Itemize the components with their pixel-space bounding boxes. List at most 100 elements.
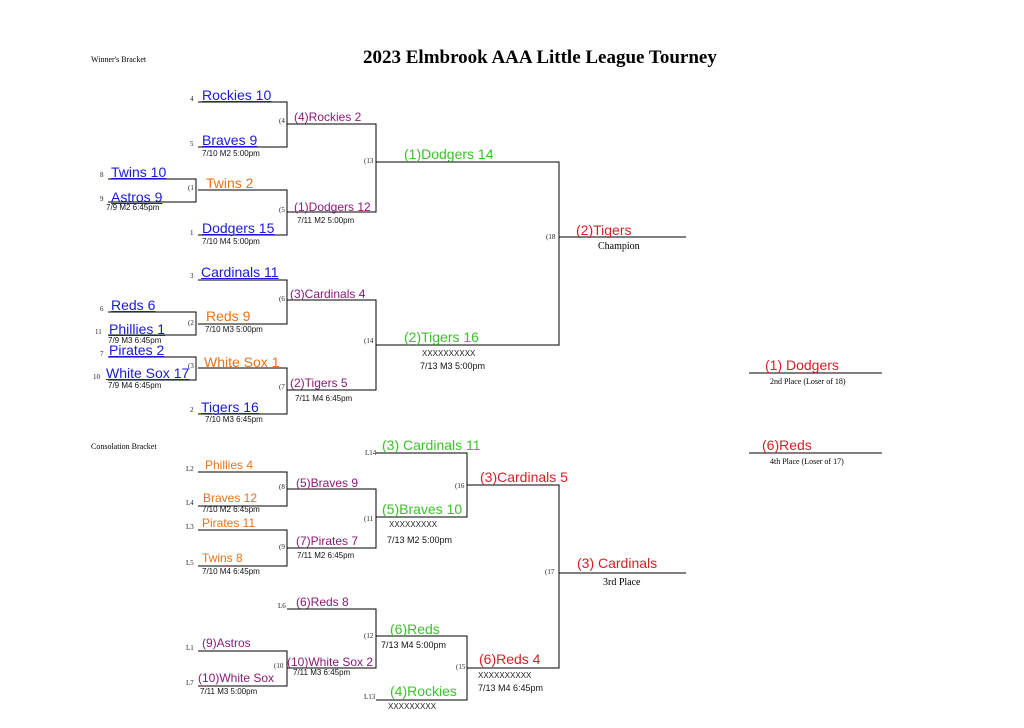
team-dodgers: Dodgers 15: [202, 220, 275, 236]
seed-label: 11: [95, 328, 102, 336]
page-title: 2023 Elmbrook AAA Little League Tourney: [363, 47, 717, 68]
game-number: (9: [279, 543, 285, 551]
team-tigers: Tigers 16: [201, 399, 259, 415]
team-white-sox-c2: (10)White Sox 2: [287, 655, 374, 669]
seed-label: 1: [190, 229, 194, 237]
game-number: (11: [364, 515, 374, 523]
game-number: (4: [279, 117, 285, 125]
game-number: (10: [274, 662, 284, 670]
game-number: (6: [279, 295, 285, 303]
team-reds-c4: (6)Reds 4: [479, 651, 541, 667]
team-white-sox: White Sox 17: [106, 365, 190, 381]
game-info: 7/10 M4 5:00pm: [202, 237, 260, 246]
game-info: 7/11 M3 6:45pm: [293, 668, 351, 677]
team-cardinals: Cardinals 11: [201, 264, 279, 280]
match-line-g13a: [287, 123, 377, 213]
seed-label: L6: [278, 602, 286, 610]
team-phillies: Phillies 1: [109, 321, 166, 337]
match-line-g8: [198, 367, 288, 415]
match-line-c10: [198, 650, 288, 687]
game-info: 7/10 M3 6:45pm: [205, 415, 263, 424]
team-twins: Twins 10: [111, 164, 167, 180]
game-number: (7: [279, 383, 285, 391]
game-info: 7/10 M2 5:00pm: [202, 149, 260, 158]
game-info: 7/13 M2 5:00pm: [387, 535, 453, 545]
game-number: (14: [364, 337, 374, 345]
seed-label: 9: [100, 195, 104, 203]
game-info: 7/13 M4 5:00pm: [381, 640, 447, 650]
consolation-bracket-label: Consolation Bracket: [91, 442, 157, 451]
game-info: 7/10 M3 5:00pm: [205, 325, 263, 334]
match-line-c12: [287, 608, 377, 669]
game-number: (18: [546, 233, 556, 241]
team-cardinals-c4: (3)Cardinals 5: [480, 469, 568, 485]
game-number: (5: [279, 206, 285, 214]
game-number: (3: [188, 362, 194, 370]
third-place-label: 3rd Place: [603, 577, 641, 588]
game-number: (16: [455, 482, 465, 490]
winners-bracket-label: Winner's Bracket: [91, 55, 147, 64]
team-pirates-c2: (7)Pirates 7: [296, 534, 359, 548]
game-info: 7/11 M2 6:45pm: [297, 551, 355, 560]
second-place-label: 2nd Place (Loser of 18): [770, 377, 846, 386]
struck-text: XXXXXXXXXX: [422, 349, 476, 358]
struck-text: XXXXXXXXX: [388, 702, 437, 711]
game-number: (8: [279, 483, 285, 491]
third-place-team: (3) Cardinals: [577, 555, 658, 571]
team-astros: Astros 9: [111, 189, 163, 205]
champion-team: (2)Tigers: [576, 222, 632, 238]
team-reds: Reds 6: [111, 297, 156, 313]
seed-label: L3: [186, 523, 194, 531]
game-info: 7/9 M4 6:45pm: [108, 381, 162, 390]
game-number: (1: [188, 184, 194, 192]
second-place-team: (1) Dodgers: [765, 357, 839, 373]
match-line-g14a: [287, 299, 377, 391]
game-info: 7/13 M3 5:00pm: [420, 361, 486, 371]
seed-label: 8: [100, 171, 104, 179]
seed-label: 2: [190, 406, 194, 414]
match-line-g1: [108, 178, 197, 203]
match-line-g6: [198, 279, 288, 325]
seed-label: L1: [186, 644, 194, 652]
game-number: (13: [364, 157, 374, 165]
seed-label: L5: [186, 559, 194, 567]
team-braves-c2: (5)Braves 9: [296, 476, 359, 490]
game-info: 7/9 M2 6:45pm: [106, 203, 160, 212]
seed-label: 5: [190, 140, 194, 148]
struck-text: XXXXXXXXX: [389, 520, 438, 529]
team-rockies-c3: (4)Rockies: [390, 683, 457, 699]
game-info: 7/11 M3 5:00pm: [200, 687, 258, 696]
team-pirates-c: Pirates 11: [202, 516, 256, 530]
team-phillies-c: Phillies 4: [205, 458, 254, 472]
game-info: 7/11 M2 5:00pm: [297, 216, 355, 225]
seed-label: L7: [186, 679, 194, 687]
team-white-sox-r2: White Sox 1: [204, 354, 280, 370]
team-reds-c2: (6)Reds 8: [296, 595, 349, 609]
seed-label: 10: [93, 373, 100, 381]
match-line-c15: [376, 635, 468, 701]
team-twins-c: Twins 8: [202, 551, 243, 565]
team-tigers-r3: (2)Tigers 16: [404, 329, 479, 345]
match-line-c11: [287, 488, 377, 549]
team-reds-c3: (6)Reds: [390, 621, 440, 637]
team-twins-2: Twins 2: [206, 175, 254, 191]
match-line-g18: [376, 161, 560, 346]
team-white-sox-c: (10)White Sox: [198, 671, 275, 685]
match-line-g7a: [108, 356, 197, 381]
seed-label: 7: [100, 350, 104, 358]
team-braves-c3: (5)Braves 10: [382, 501, 463, 517]
team-rockies-r2: (4)Rockies 2: [294, 110, 362, 124]
seed-label: L4: [186, 499, 194, 507]
team-cardinals-r2: (3)Cardinals 4: [290, 287, 366, 301]
game-info: 7/13 M4 6:45pm: [478, 683, 544, 693]
team-cardinals-c3: (3) Cardinals 11: [382, 437, 481, 453]
team-dodgers-r2: (1)Dodgers 12: [294, 200, 371, 214]
game-info: 7/11 M4 6:45pm: [295, 394, 353, 403]
seed-label: L14: [365, 449, 377, 457]
seed-label: L2: [186, 465, 194, 473]
game-info: 7/10 M4 6:45pm: [202, 567, 260, 576]
game-info: 7/10 M2 6:45pm: [202, 505, 260, 514]
seed-label: 3: [190, 272, 194, 280]
